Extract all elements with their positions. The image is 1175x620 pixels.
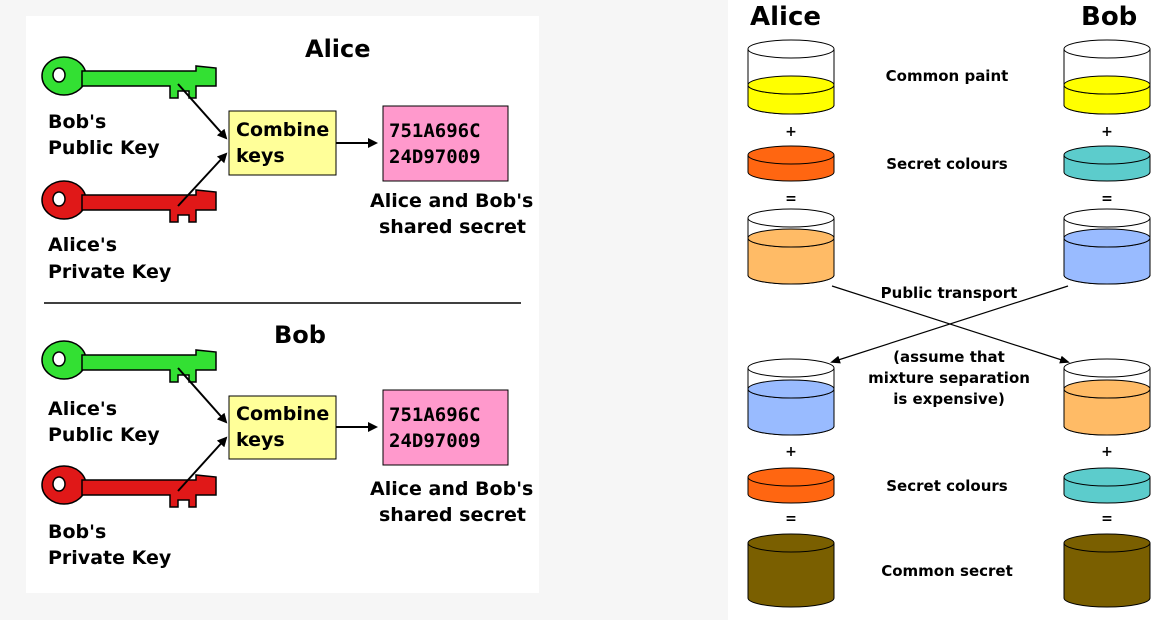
alice-secret-line1: 751A696C: [389, 120, 481, 142]
bob-secret-line1: 751A696C: [389, 404, 481, 426]
common-paint-label: Common paint: [886, 67, 1009, 85]
bob-section: Bob Alice's Public Key Bob's Private Key…: [41, 321, 533, 569]
bob-equals-1: =: [1101, 191, 1113, 207]
secret-colours-label-1: Secret colours: [886, 155, 1008, 173]
bob-shared-label-line2: shared secret: [379, 504, 526, 526]
arrow-private-to-combine: [177, 436, 228, 492]
bob-secret-colour-jar-2: [1063, 467, 1151, 504]
key-exchange-diagram: Alice Bob's Public Key Alice's Private K…: [26, 16, 539, 593]
bob-shared-label-line1: Alice and Bob's: [370, 478, 533, 500]
alice-common-paint-jar: [747, 39, 835, 115]
alice-secret-line2: 24D97009: [389, 146, 481, 168]
bob-combine-line2: keys: [236, 429, 285, 451]
alice-combine-line2: keys: [236, 145, 285, 167]
key-exchange-svg: Alice Bob's Public Key Alice's Private K…: [41, 35, 533, 569]
paint-mixing-diagram: Alice Bob Common paint + + Secret colour…: [728, 0, 1175, 620]
private-key-icon: [41, 465, 217, 508]
shared-secret-box: [382, 389, 509, 466]
arrow-private-to-combine: [177, 152, 228, 207]
combine-keys-box: [228, 395, 337, 460]
bob-secret-line2: 24D97009: [389, 430, 481, 452]
bob-combine-line1: Combine: [236, 403, 329, 425]
alice-common-secret-jar: [747, 533, 835, 608]
alice-key2-label-line1: Alice's: [48, 234, 117, 256]
bob-key1-label-line2: Public Key: [48, 424, 160, 446]
alice-combine-line1: Combine: [236, 119, 329, 141]
arrow-public-to-combine: [177, 367, 228, 424]
alice-column-title: Alice: [750, 2, 821, 32]
assume-label-line1: (assume that: [893, 348, 1005, 366]
bob-plus-2: +: [1101, 444, 1113, 460]
alice-section-title: Alice: [305, 35, 371, 63]
bob-common-secret-jar: [1063, 533, 1151, 608]
bob-key2-label-line2: Private Key: [48, 547, 172, 569]
assume-label-line2: mixture separation: [868, 369, 1030, 387]
alice-key1-label-line1: Bob's: [48, 111, 106, 133]
alice-secret-colour-jar-2: [747, 467, 835, 504]
bob-received-mixture-jar: [1063, 358, 1151, 436]
alice-received-mixture-jar: [747, 358, 835, 436]
bob-common-paint-jar: [1063, 39, 1151, 115]
public-key-icon: [41, 340, 217, 383]
bob-key1-label-line1: Alice's: [48, 398, 117, 420]
arrow-public-to-combine: [177, 83, 228, 140]
alice-shared-label-line1: Alice and Bob's: [370, 190, 533, 212]
alice-shared-label-line2: shared secret: [379, 216, 526, 238]
alice-key1-label-line2: Public Key: [48, 137, 160, 159]
bob-equals-2: =: [1101, 511, 1113, 527]
alice-equals-1: =: [785, 191, 797, 207]
alice-mixture-jar: [747, 208, 835, 285]
bob-plus-1: +: [1101, 124, 1113, 140]
public-key-icon: [41, 56, 217, 99]
arrow-bob-to-alice: [830, 285, 1069, 364]
secret-colours-label-2: Secret colours: [886, 477, 1008, 495]
common-secret-label: Common secret: [881, 562, 1013, 580]
alice-section: Alice Bob's Public Key Alice's Private K…: [41, 35, 533, 283]
private-key-icon: [41, 180, 217, 223]
paint-mixing-svg: Alice Bob Common paint + + Secret colour…: [747, 2, 1151, 608]
alice-equals-2: =: [785, 511, 797, 527]
bob-mixture-jar: [1063, 208, 1151, 285]
alice-secret-colour-jar: [747, 145, 835, 182]
alice-plus-1: +: [785, 124, 797, 140]
public-transport-label: Public transport: [881, 284, 1018, 302]
bob-column-title: Bob: [1081, 2, 1137, 32]
alice-plus-2: +: [785, 444, 797, 460]
alice-key2-label-line2: Private Key: [48, 261, 172, 283]
combine-keys-box: [228, 110, 337, 176]
bob-secret-colour-jar: [1063, 145, 1151, 182]
shared-secret-box: [382, 105, 509, 182]
bob-section-title: Bob: [274, 321, 326, 349]
assume-label-line3: is expensive): [893, 390, 1005, 408]
bob-key2-label-line1: Bob's: [48, 521, 106, 543]
